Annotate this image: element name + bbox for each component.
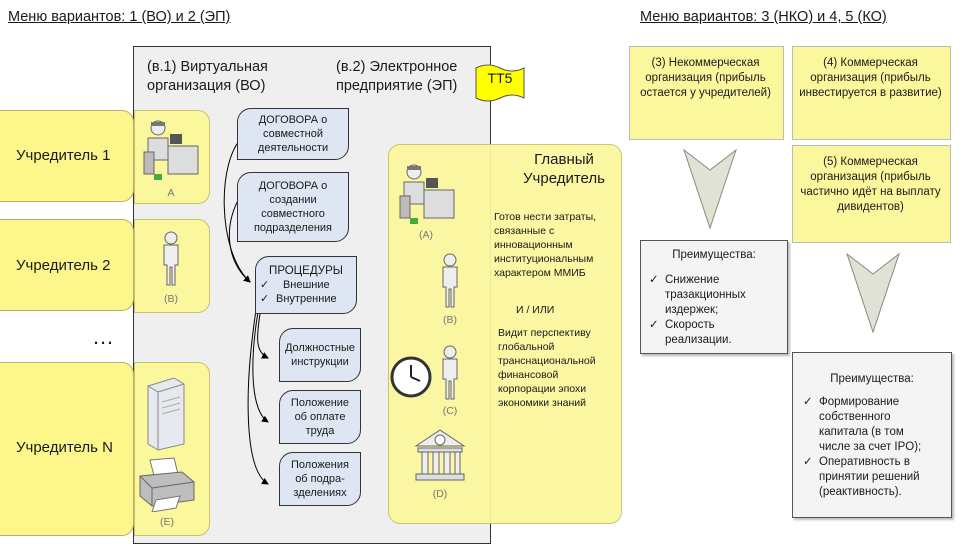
advantages-box-1: Преимущества: Снижение тразакционных изд… bbox=[640, 240, 788, 354]
main-caption-b: (B) bbox=[443, 314, 457, 326]
main-founder-or: И / ИЛИ bbox=[516, 304, 555, 316]
main-caption-c: (C) bbox=[442, 405, 458, 417]
left-menu-title: Меню вариантов: 1 (ВО) и 2 (ЭП) bbox=[8, 9, 231, 25]
nko-box bbox=[629, 46, 784, 140]
person-at-desk-icon bbox=[399, 164, 455, 224]
founder-2-caption: (B) bbox=[164, 293, 178, 305]
printer-icon bbox=[139, 457, 195, 512]
main-founder-title: Главный Учредитель bbox=[523, 151, 605, 187]
ko4-text: (4) Коммерческая организация (прибыль ин… bbox=[799, 57, 942, 99]
clock-icon bbox=[390, 356, 432, 398]
ep-title: (в.2) Электронное предприятие (ЭП) bbox=[336, 59, 458, 94]
founder-n-caption: (E) bbox=[160, 516, 174, 528]
main-caption-a: (A) bbox=[419, 229, 433, 241]
main-founder-text2: Видит перспективу глобальной транснацион… bbox=[498, 327, 596, 409]
right-menu-title: Меню вариантов: 3 (НКО) и 4, 5 (КО) bbox=[640, 9, 887, 25]
main-founder-text1: Готов нести затраты, связанные с инновац… bbox=[494, 211, 597, 279]
person-icon bbox=[442, 253, 458, 308]
founder-n-label: Учредитель N bbox=[16, 439, 113, 456]
person-icon bbox=[163, 231, 179, 286]
founder-2-box bbox=[0, 219, 134, 311]
person-at-desk-icon bbox=[143, 120, 199, 180]
main-caption-d: (D) bbox=[432, 488, 448, 500]
down-arrow-icon bbox=[846, 252, 900, 334]
founder-1-label: Учредитель 1 bbox=[16, 147, 111, 164]
vo-title: (в.1) Виртуальная организация (ВО) bbox=[147, 59, 268, 94]
founder-2-label: Учредитель 2 bbox=[16, 257, 111, 274]
down-arrow-icon bbox=[683, 148, 737, 230]
connector-arrows bbox=[223, 137, 269, 485]
person-icon bbox=[442, 345, 458, 400]
ellipsis: … bbox=[92, 324, 114, 349]
advantage-item: Скорость реализации. bbox=[649, 318, 777, 348]
ko5-box bbox=[792, 145, 951, 243]
ko4-box bbox=[792, 46, 951, 140]
procedure-item: Внешние bbox=[260, 278, 337, 292]
doc-joint-activity: ДОГОВОРА о совместной деятельности bbox=[237, 108, 349, 160]
advantage-item: Оперативность в принятии решений (реакти… bbox=[803, 455, 937, 500]
bank-icon bbox=[414, 429, 466, 481]
ko5-text: (5) Коммерческая организация (прибыль ча… bbox=[800, 156, 941, 213]
advantage-item: Снижение тразакционных издержек; bbox=[649, 273, 777, 318]
procedure-item: Внутренние bbox=[260, 292, 337, 306]
founder-1-box bbox=[0, 110, 134, 202]
tt5-label: ТТ5 bbox=[487, 70, 513, 86]
advantages-box-2: Преимущества: Формирование собственного … bbox=[792, 352, 952, 518]
server-icon bbox=[147, 377, 185, 451]
advantage-item: Формирование собственного капитала (в то… bbox=[803, 395, 937, 455]
founder-n-box bbox=[0, 362, 134, 536]
advantages-title-2: Преимущества: bbox=[830, 373, 914, 385]
doc-unit-regulations: Положения об подра-зделениях bbox=[279, 452, 361, 506]
procedures-box: ПРОЦЕДУРЫ Внешние Внутренние bbox=[255, 256, 357, 314]
founder-1-caption: A bbox=[167, 187, 175, 199]
doc-job-instructions: Должностные инструкции bbox=[279, 328, 361, 382]
tt5-flag-icon bbox=[475, 64, 525, 102]
advantages-title-1: Преимущества: bbox=[672, 249, 756, 261]
doc-pay-regulation: Положение об оплате труда bbox=[279, 390, 361, 444]
doc-joint-unit: ДОГОВОРА о создании совместного подразде… bbox=[237, 172, 349, 242]
procedures-title: ПРОЦЕДУРЫ bbox=[269, 265, 343, 277]
nko-text: (3) Некоммерческая организация (прибыль … bbox=[640, 57, 771, 99]
